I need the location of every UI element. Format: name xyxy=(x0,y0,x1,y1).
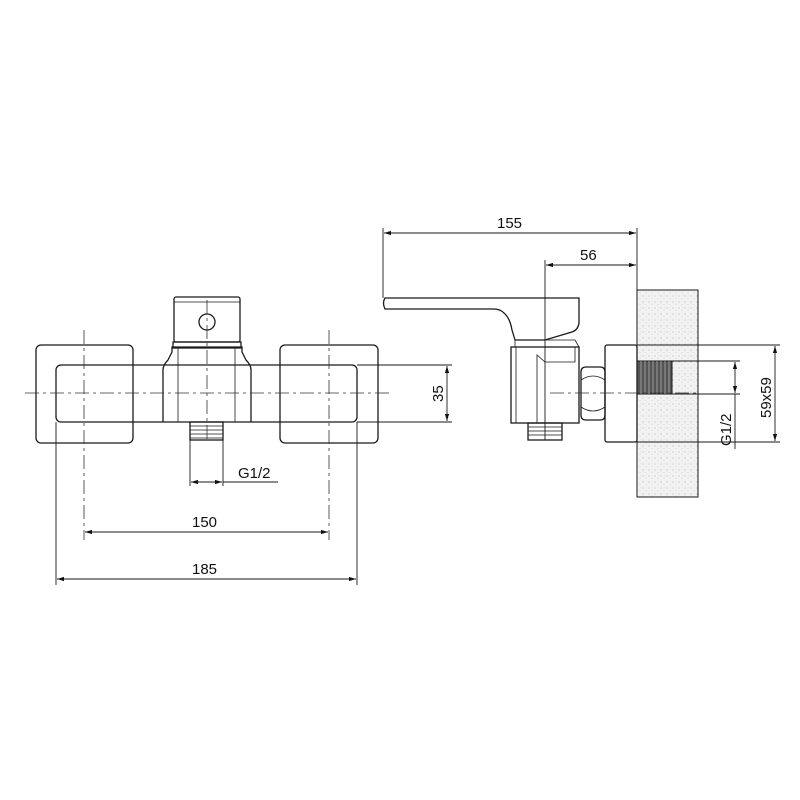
dim-centers-label: 150 xyxy=(192,514,217,531)
dim-plate-size-label: 59x59 xyxy=(758,377,775,418)
front-view: 35 G1/2 150 185 xyxy=(25,296,452,585)
lever-cap xyxy=(173,296,241,343)
dim-inlet-thread-label: G1/2 xyxy=(718,413,735,446)
dim-width-total-label: 185 xyxy=(192,561,217,578)
dim-depth-wall-label: 56 xyxy=(580,247,597,264)
hex-nut xyxy=(580,366,606,421)
lever-handle xyxy=(382,297,580,341)
wall-plate xyxy=(604,344,638,443)
dim-depth-total-label: 155 xyxy=(497,215,522,232)
mixer-body xyxy=(55,364,358,423)
outlet-thread xyxy=(189,421,224,441)
dim-height-label: 35 xyxy=(430,385,447,402)
inlet-thread xyxy=(636,360,673,395)
dim-outlet-thread-label: G1/2 xyxy=(238,465,271,482)
side-view: 155 56 G1/2 59x59 xyxy=(382,215,780,498)
center-column xyxy=(162,346,252,422)
left-wall-plate xyxy=(35,344,134,444)
